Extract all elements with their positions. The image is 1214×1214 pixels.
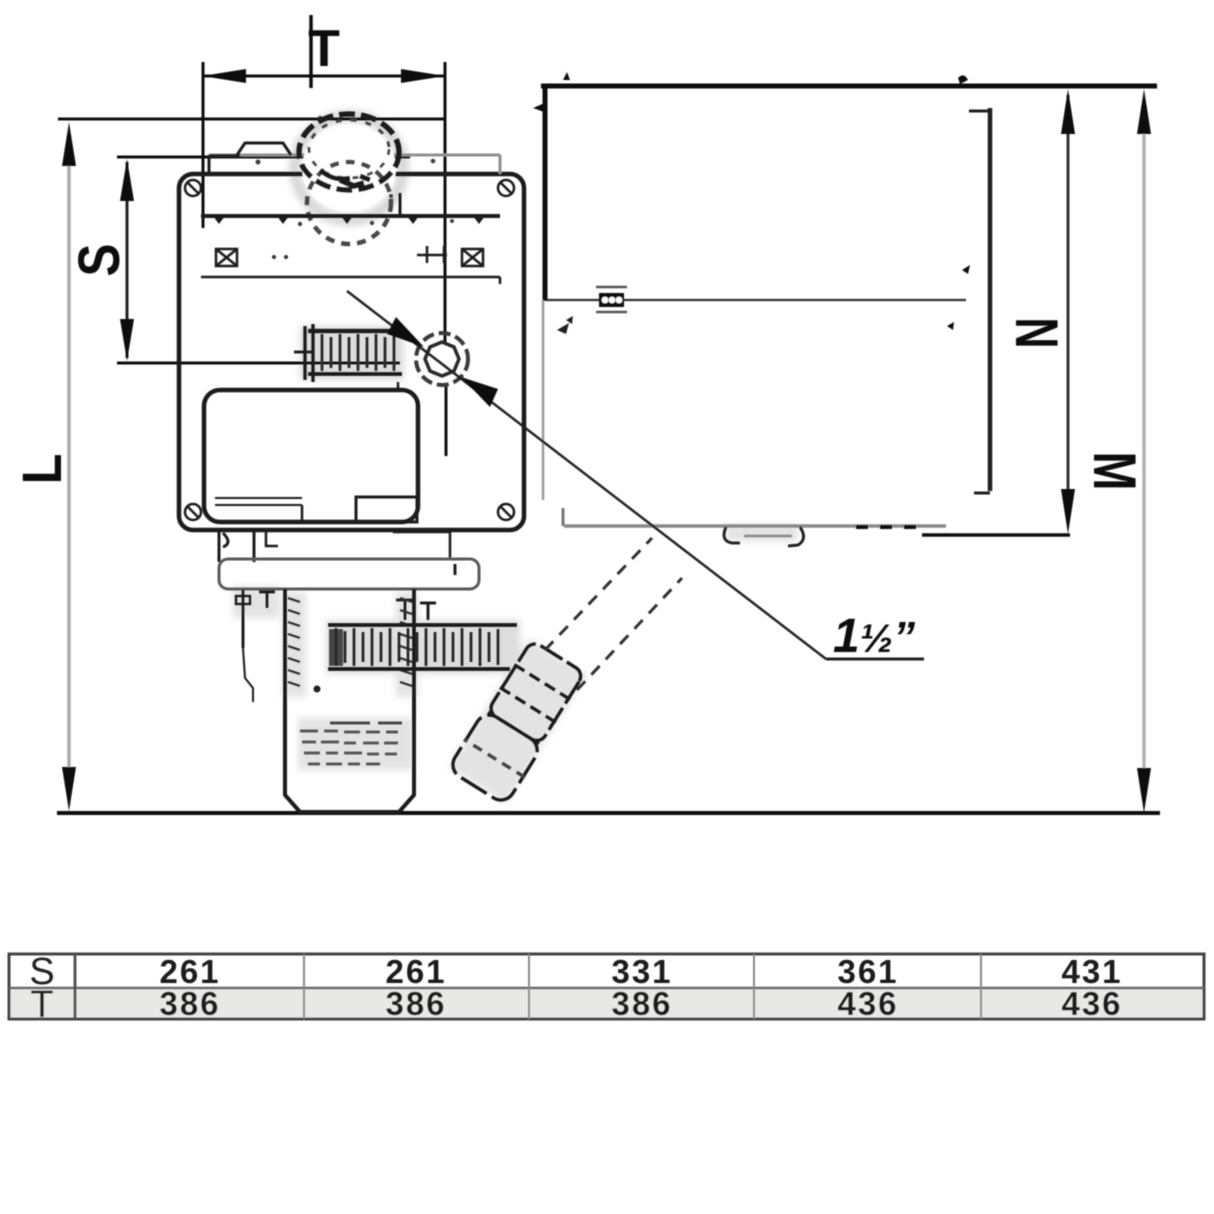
svg-text:261: 261 — [159, 953, 220, 990]
svg-text:431: 431 — [1061, 953, 1122, 990]
svg-text:331: 331 — [611, 953, 672, 990]
svg-text:386: 386 — [385, 985, 446, 1022]
svg-text:386: 386 — [159, 985, 220, 1022]
svg-text:261: 261 — [385, 953, 446, 990]
svg-text:L: L — [12, 454, 74, 485]
svg-text:M: M — [1081, 452, 1148, 491]
svg-text:S: S — [29, 951, 54, 993]
svg-text:T: T — [308, 20, 340, 78]
svg-text:386: 386 — [611, 985, 672, 1022]
svg-text:436: 436 — [837, 985, 898, 1022]
svg-text:436: 436 — [1061, 985, 1122, 1022]
svg-text:361: 361 — [837, 953, 898, 990]
svg-text:T: T — [30, 984, 53, 1026]
svg-text:1½”: 1½” — [833, 610, 915, 663]
svg-text:N: N — [1002, 317, 1069, 348]
svg-text:S: S — [67, 244, 132, 277]
